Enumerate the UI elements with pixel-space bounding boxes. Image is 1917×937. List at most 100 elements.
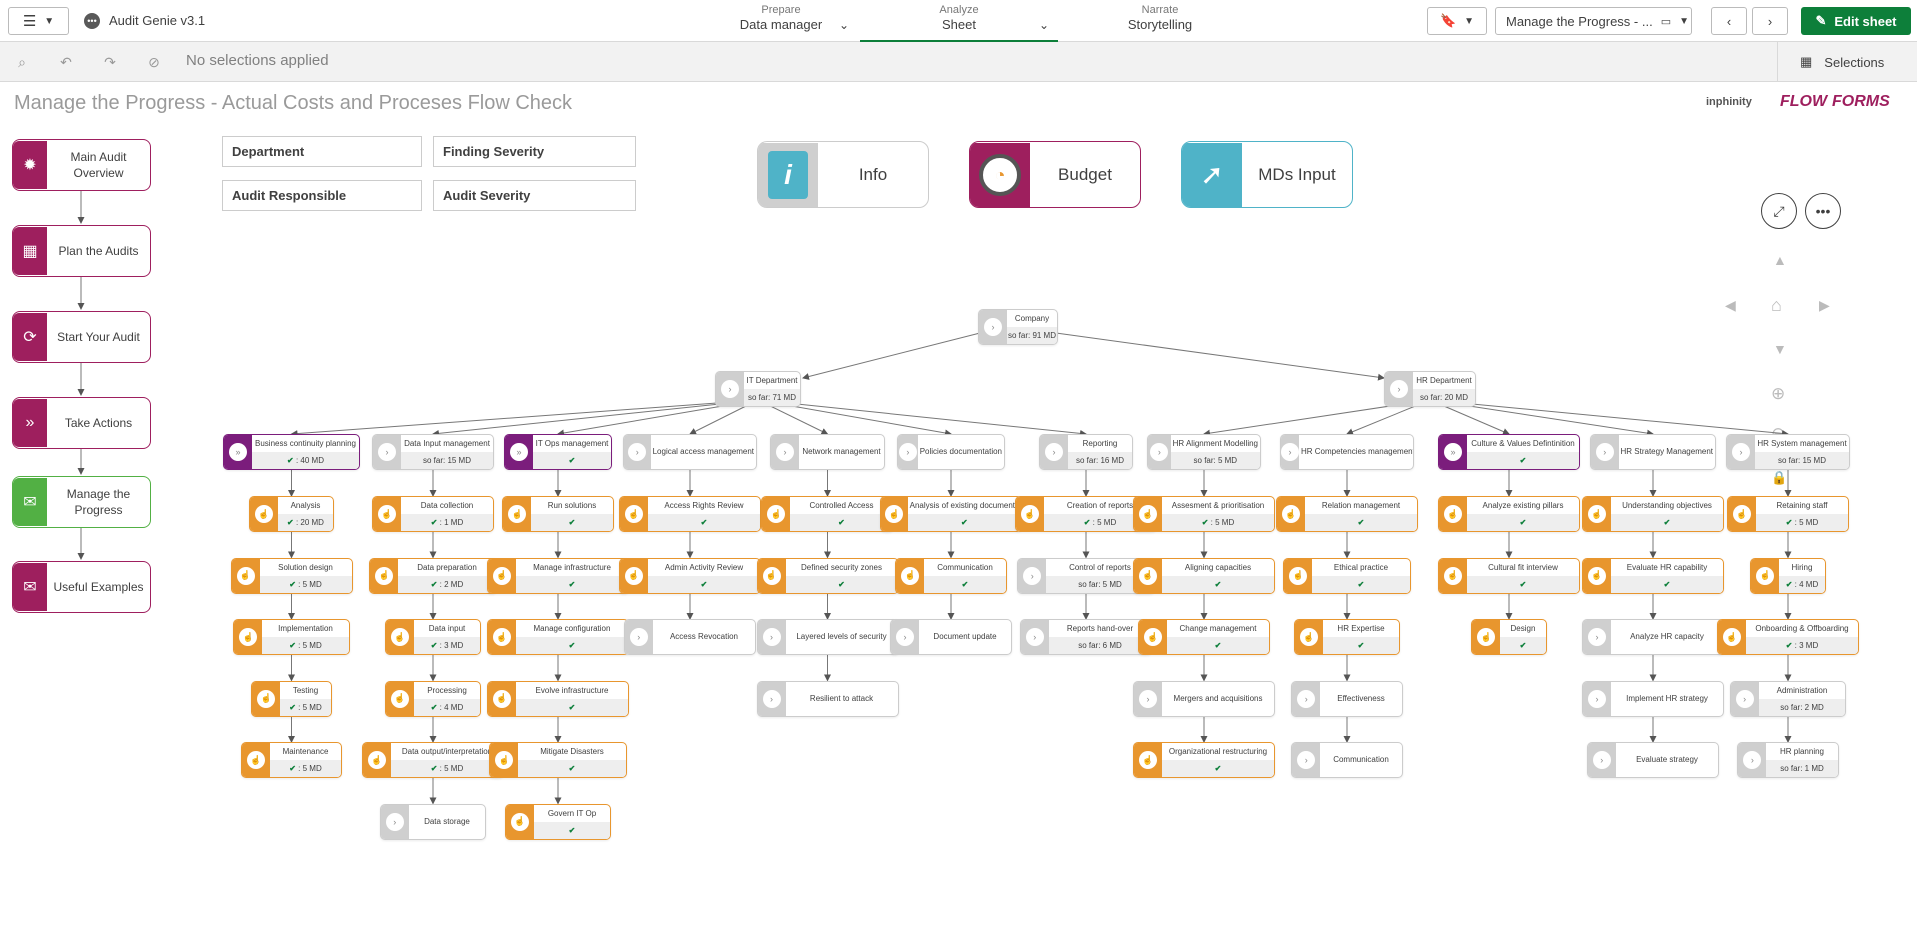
tree-node[interactable]: ☝Solution design✔ : 5 MD	[230, 557, 353, 594]
zoom-in-icon[interactable]: ⊕	[1771, 384, 1786, 403]
tree-node[interactable]: ☝Manage configuration✔	[487, 619, 629, 655]
tree-node[interactable]: ☝Evolve infrastructure✔	[487, 680, 629, 717]
tree-node[interactable]: ›Data storage	[379, 803, 487, 840]
tree-node[interactable]: ›Communication	[1291, 742, 1403, 778]
nav-start-your-audit[interactable]: ⟳Start Your Audit	[12, 311, 151, 363]
tree-node[interactable]: ☝Defined security zones✔	[756, 557, 899, 594]
previous-sheet-button[interactable]: ‹	[1711, 7, 1747, 35]
tree-node[interactable]: »Culture & Values Defintinition✔	[1438, 434, 1580, 470]
tree-node[interactable]: ☝Ethical practice✔	[1283, 557, 1411, 594]
tree-node[interactable]: ›HR Competencies management	[1280, 434, 1414, 470]
tree-node[interactable]: ☝Testing✔ : 5 MD	[251, 680, 332, 717]
tree-node[interactable]: ›Policies documentation	[897, 434, 1005, 470]
budget-button[interactable]: ◔ Budget	[969, 141, 1141, 208]
more-options-button[interactable]: •••	[1805, 193, 1841, 229]
tree-node[interactable]: ☝Data collection✔ : 1 MD	[372, 496, 494, 532]
tree-node[interactable]: ›Mergers and acquisitions	[1133, 680, 1275, 717]
filter-finding-severity[interactable]: Finding Severity	[433, 136, 636, 167]
filter-audit-responsible[interactable]: Audit Responsible	[222, 180, 422, 211]
tree-node[interactable]: ☝Change management✔	[1137, 619, 1271, 655]
tree-node[interactable]: ☝Data input✔ : 3 MD	[385, 619, 481, 655]
tree-node[interactable]: ☝Mitigate Disasters✔	[489, 742, 627, 778]
tree-node[interactable]: ☝Data preparation✔ : 2 MD	[369, 557, 497, 594]
tree-node[interactable]: ☝Analysis✔ : 20 MD	[248, 496, 335, 532]
home-icon[interactable]: ⌂	[1771, 295, 1782, 315]
tree-node[interactable]: ☝Processing✔ : 4 MD	[385, 680, 481, 717]
nav-useful-examples[interactable]: ✉Useful Examples	[12, 561, 151, 613]
tree-node[interactable]: ☝Manage infrastructure✔	[487, 557, 629, 594]
tree-node[interactable]: ›Access Revocation	[623, 619, 757, 655]
tree-node[interactable]: ☝Data output/interpretation✔ : 5 MD	[362, 742, 504, 778]
tree-node[interactable]: »Business continuity planning✔ : 40 MD	[223, 434, 360, 470]
nav-main-audit-overview[interactable]: ✹Main Audit Overview	[12, 139, 151, 191]
sheet-selector[interactable]: Manage the Progress - ... ▭ ▼	[1495, 7, 1692, 35]
smart-search-icon[interactable]: ⌕	[18, 54, 26, 70]
tree-node[interactable]: ☝Evaluate HR capability✔	[1582, 557, 1724, 594]
tree-node[interactable]: ›Logical access management	[623, 434, 757, 470]
next-sheet-button[interactable]: ›	[1752, 7, 1788, 35]
tree-node[interactable]: ›Analyze HR capacity	[1582, 619, 1724, 655]
tab-prepare[interactable]: Prepare Data manager	[700, 0, 862, 42]
nav-manage-the-progress[interactable]: ✉Manage the Progress	[12, 476, 151, 528]
tree-node[interactable]: »IT Ops management✔	[504, 434, 612, 470]
pan-down-icon[interactable]: ▼	[1773, 341, 1787, 357]
tree-node[interactable]: ☝Understanding objectives✔	[1582, 496, 1724, 532]
tree-node[interactable]: ›Resilient to attack	[756, 680, 899, 717]
tree-node[interactable]: ☝Implementation✔ : 5 MD	[233, 619, 350, 655]
chevron-down-icon[interactable]: ⌄	[1039, 18, 1050, 32]
nav-take-actions[interactable]: »Take Actions	[12, 397, 151, 449]
info-button[interactable]: i Info	[757, 141, 929, 208]
tree-node[interactable]: ☝Hiring✔ : 4 MD	[1750, 557, 1826, 594]
tab-narrate[interactable]: Narrate Storytelling	[1080, 0, 1240, 42]
tree-node[interactable]: ☝Govern IT Op✔	[504, 803, 612, 840]
pan-left-icon[interactable]: ◀	[1725, 297, 1736, 313]
tree-node[interactable]: ☝Onboarding & Offboarding✔ : 3 MD	[1717, 619, 1859, 655]
tree-node[interactable]: ☝Organizational restructuring✔	[1133, 742, 1275, 778]
tree-node[interactable]: ☝Access Rights Review✔	[619, 496, 761, 532]
tree-node[interactable]: ☝Communication✔	[895, 557, 1007, 594]
edit-sheet-button[interactable]: ✎Edit sheet	[1801, 7, 1911, 35]
pan-up-icon[interactable]: ▲	[1773, 252, 1787, 268]
chevron-down-icon[interactable]: ⌄	[839, 18, 850, 32]
filter-audit-severity[interactable]: Audit Severity	[433, 180, 636, 211]
filter-department[interactable]: Department	[222, 136, 422, 167]
tree-node[interactable]: ☝Controlled Access✔	[761, 496, 894, 532]
fullscreen-button[interactable]: ⤢	[1761, 193, 1797, 229]
tree-node[interactable]: ☝Assesment & prioritisation✔ : 5 MD	[1133, 496, 1275, 532]
tree-node[interactable]: ›Implement HR strategy	[1582, 680, 1724, 717]
tree-node[interactable]: ☝Design✔	[1471, 619, 1547, 655]
tree-node[interactable]: ☝Analysis of existing documents✔	[880, 496, 1022, 532]
tree-node[interactable]: ☝Cultural fit interview✔	[1438, 557, 1580, 594]
tree-node[interactable]: ☝Aligning capacities✔	[1133, 557, 1275, 594]
tree-node[interactable]: ☝Retaining staff✔ : 5 MD	[1727, 496, 1849, 532]
tree-node[interactable]: ☝Maintenance✔ : 5 MD	[240, 742, 343, 778]
lock-icon[interactable]: 🔒	[1771, 470, 1788, 485]
tree-node[interactable]: ☝Relation management✔	[1276, 496, 1418, 532]
bookmark-button[interactable]: 🔖▼	[1427, 7, 1487, 35]
tree-node[interactable]: ›Network management	[770, 434, 885, 470]
step-back-icon[interactable]: ↶	[60, 54, 72, 70]
tree-node[interactable]: ›Evaluate strategy	[1586, 742, 1720, 778]
nav-plan-the-audits[interactable]: ▦Plan the Audits	[12, 225, 151, 277]
tree-node[interactable]: ☝Admin Activity Review✔	[619, 557, 761, 594]
tree-node[interactable]: ›HR Strategy Management	[1590, 434, 1716, 470]
clear-selections-icon[interactable]: ⊘	[148, 54, 160, 70]
tree-node[interactable]: ☝Run solutions✔	[502, 496, 614, 532]
step-forward-icon[interactable]: ↷	[104, 54, 116, 70]
selections-button[interactable]: ▦Selections	[1777, 42, 1917, 82]
tree-node[interactable]: ☝HR Expertise✔	[1293, 619, 1401, 655]
pan-right-icon[interactable]: ▶	[1819, 297, 1830, 313]
tree-node[interactable]: ☝Analyze existing pillars✔	[1438, 496, 1580, 532]
tree-node[interactable]: ›Effectiveness	[1291, 680, 1403, 717]
tree-node[interactable]: ›Document update	[890, 619, 1012, 655]
